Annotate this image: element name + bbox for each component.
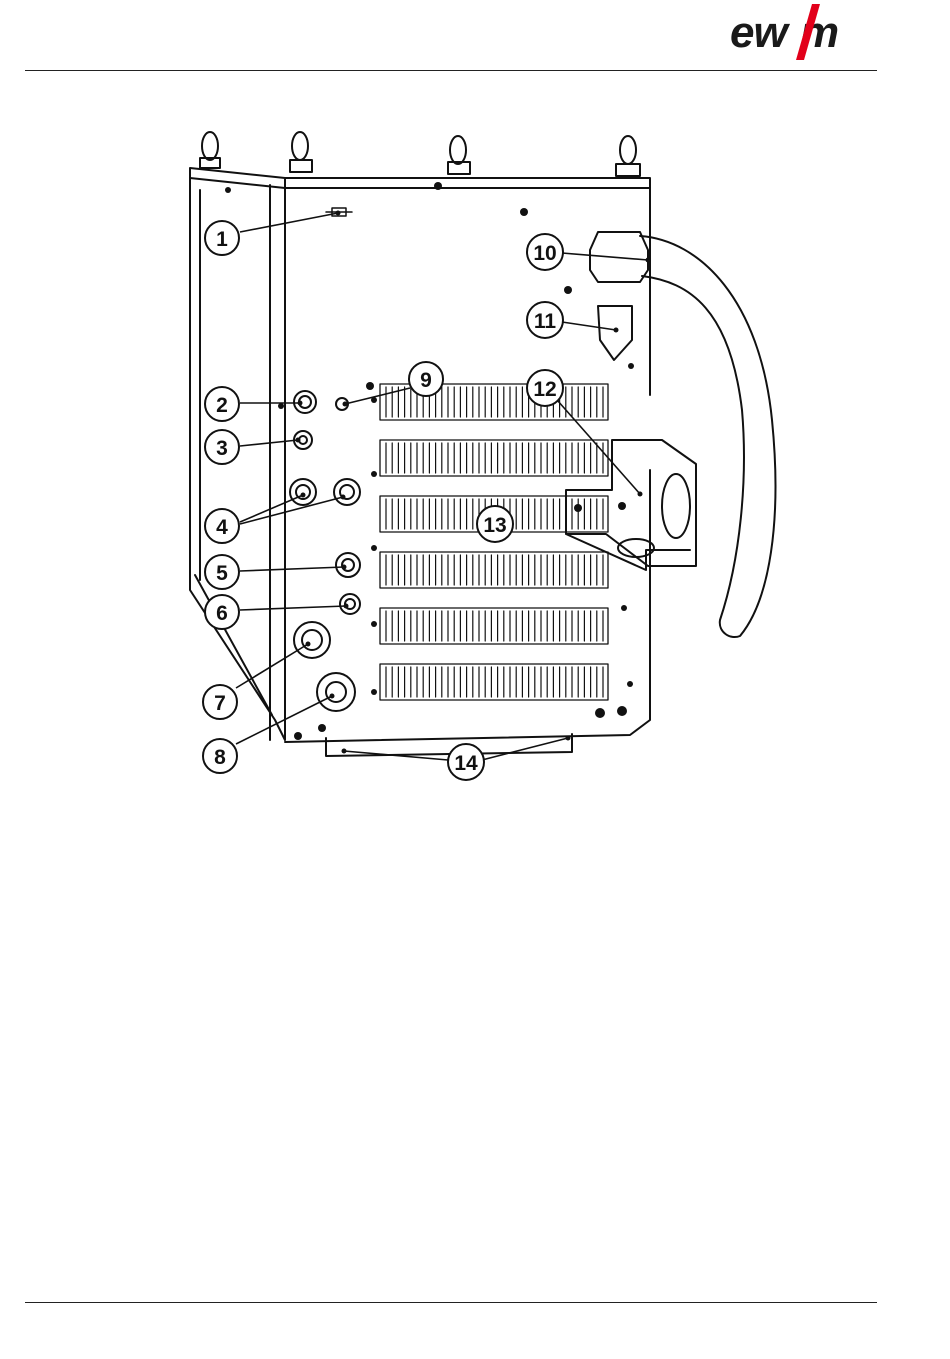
callout-5: 5: [205, 555, 239, 589]
footer-rule: [25, 1302, 877, 1303]
callout-1-label: 1: [216, 228, 228, 251]
holder-bracket: [566, 440, 696, 570]
callout-13: 13: [477, 506, 513, 542]
callout-7-label: 7: [214, 692, 226, 715]
housing-top: [190, 168, 650, 188]
hose: [640, 236, 775, 637]
callout-10-label: 10: [533, 242, 556, 265]
device-rear-view-figure: 1 2 3 4 5 6 7 8 9 10 11 12 13 14: [0, 0, 950, 800]
callout-4: 4: [205, 509, 239, 543]
callout-1: 1: [205, 221, 239, 255]
callout-12: 12: [527, 370, 563, 406]
callout-6: 6: [205, 595, 239, 629]
callout-6-label: 6: [216, 602, 228, 625]
callout-9: 9: [409, 362, 443, 396]
callout-8: 8: [203, 739, 237, 773]
callout-8-label: 8: [214, 746, 226, 769]
lifting-eyes: [200, 132, 640, 176]
callout-11: 11: [527, 302, 563, 338]
callout-11-label: 11: [534, 310, 557, 333]
callout-14: 14: [448, 744, 484, 780]
callout-2-label: 2: [216, 394, 228, 417]
connectors: [290, 391, 360, 711]
callout-9-label: 9: [420, 369, 432, 392]
mains-switch: [598, 306, 632, 360]
callout-3-label: 3: [216, 437, 228, 460]
callout-10: 10: [527, 234, 563, 270]
callout-3: 3: [205, 430, 239, 464]
callout-2: 2: [205, 387, 239, 421]
callout-4-label: 4: [216, 516, 228, 539]
housing-rear-panel: [285, 188, 650, 742]
callout-7: 7: [203, 685, 237, 719]
callout-12-label: 12: [533, 378, 556, 401]
callout-14-label: 14: [454, 752, 478, 775]
callout-13-label: 13: [483, 514, 506, 537]
callout-5-label: 5: [216, 562, 228, 585]
